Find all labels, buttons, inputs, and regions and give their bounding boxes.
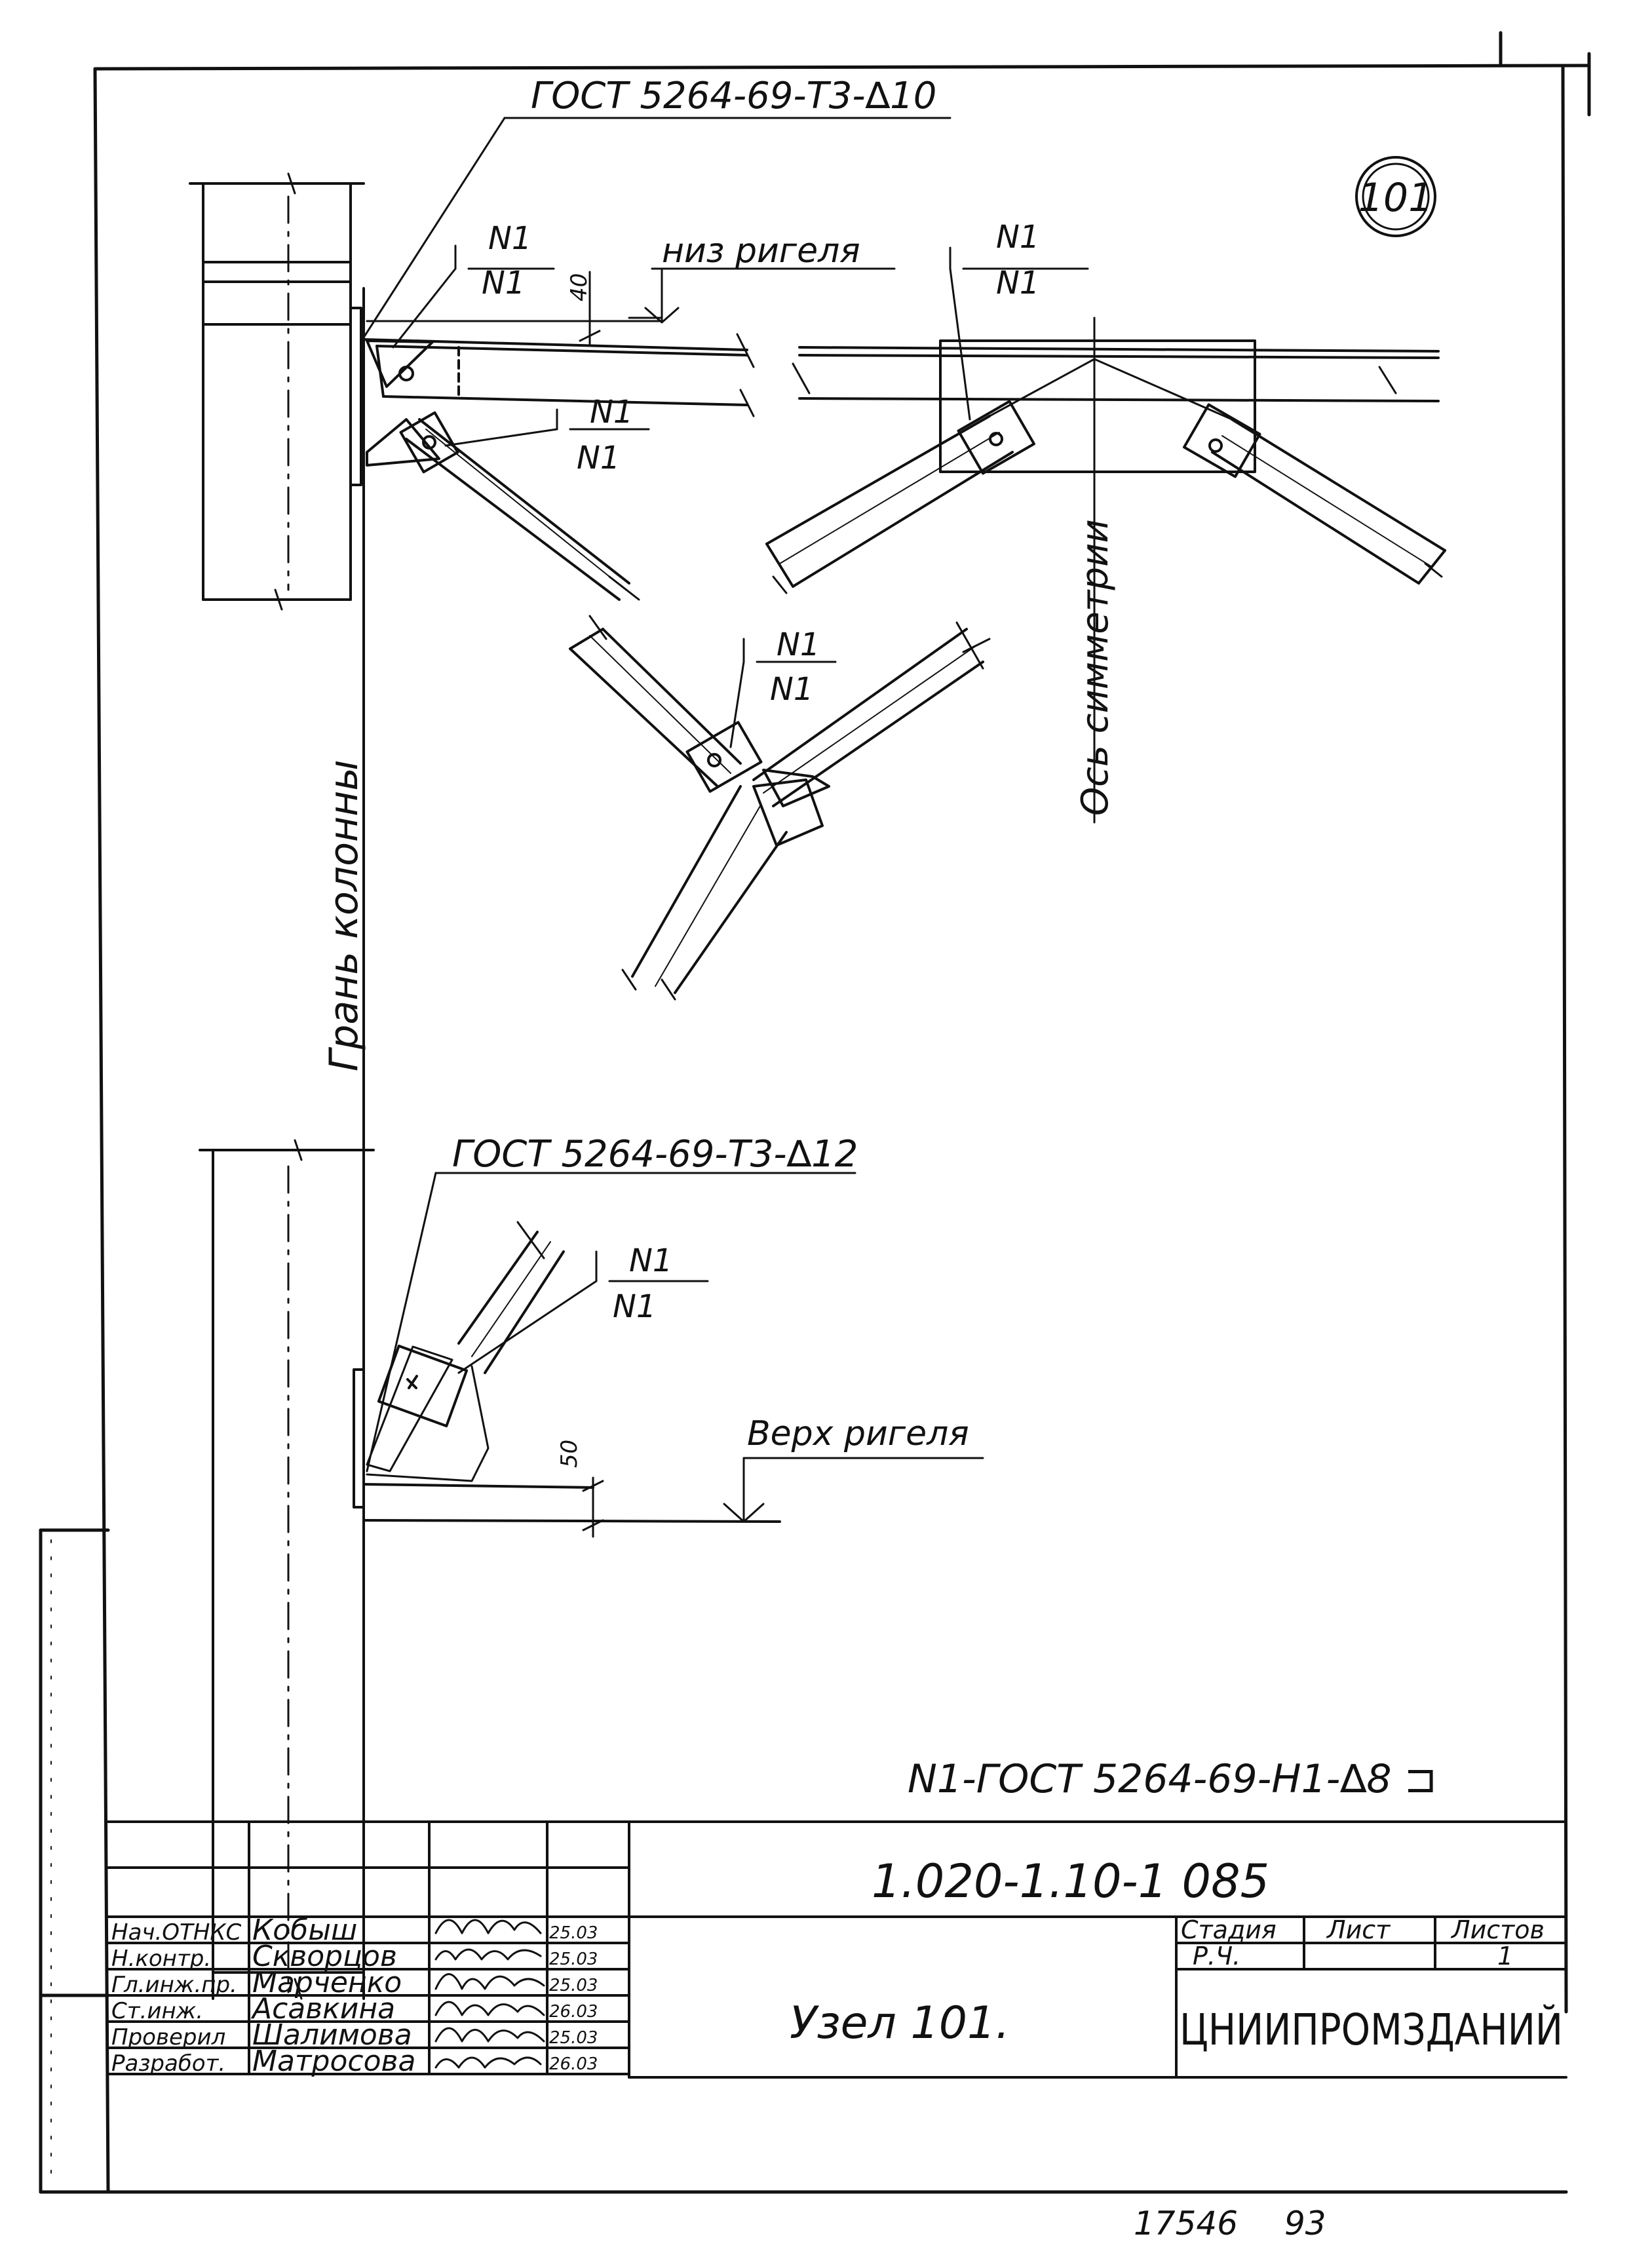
weld-mark-numerator: N1 xyxy=(996,219,1039,256)
weld-mark-upper-brace: N1 N1 xyxy=(577,394,633,476)
weld-mark-denominator: N1 xyxy=(613,1288,656,1325)
weld-mark-numerator: N1 xyxy=(488,220,531,257)
lower-column xyxy=(199,1139,375,2000)
brace-right-side-left xyxy=(765,400,1035,594)
bottom-of-crossbar-label: низ ригеля xyxy=(662,231,860,271)
signature-name: Марченко xyxy=(252,1966,402,1999)
weld-mark-lower-brace: N1 N1 xyxy=(613,1242,672,1325)
callout-lines xyxy=(362,117,1089,1538)
signature-role: Разработ. xyxy=(111,2050,225,2077)
signature-name: Асавкина xyxy=(250,1992,395,2026)
drawing-title: Узел 101. xyxy=(790,1997,1010,2049)
signature-date: 26.03 xyxy=(549,2002,598,2022)
signature-name: Скворцов xyxy=(252,1940,397,1973)
top-weld-callout: ГОСТ 5264-69-Т3-∆10 xyxy=(531,75,936,117)
upper-column xyxy=(189,172,365,611)
bottom-weld-callout: ГОСТ 5264-69-Т3-∆12 xyxy=(452,1133,858,1176)
sheets-value: 1 xyxy=(1497,1942,1513,1970)
signature-name: Кобыш xyxy=(252,1913,357,1947)
sheet-code: 93 xyxy=(1284,2204,1326,2242)
signature-role: Ст.инж. xyxy=(111,1998,203,2024)
signature-name: Шалимова xyxy=(252,2018,412,2052)
lower-brace xyxy=(362,1221,781,1523)
document-code: 1.020-1.10-1 085 xyxy=(872,1855,1269,1908)
handwritten-signatures xyxy=(434,1919,545,2069)
brace-right-side-right xyxy=(1183,403,1446,585)
signature-rows: Нач.ОТНКС Кобыш 25.03 Н.контр. Скворцов … xyxy=(111,1913,598,2078)
weld-mark-right-crossbar: N1 N1 xyxy=(996,219,1039,301)
column-face-label: Грань колонны xyxy=(321,759,367,1071)
inventory-number: 17546 xyxy=(1134,2204,1238,2242)
dimension-40: 40 xyxy=(566,273,592,301)
signature-name: Матросова xyxy=(252,2045,415,2078)
crossbar-right xyxy=(792,339,1440,473)
top-of-crossbar-label: Верх ригеля xyxy=(747,1414,969,1453)
weld-mark-top-left: N1 N1 xyxy=(482,220,531,301)
signature-date: 25.03 xyxy=(549,1923,598,1943)
signature-date: 25.03 xyxy=(549,2028,598,2048)
brace-middle-left xyxy=(569,615,763,793)
crossbar-left xyxy=(362,333,755,467)
weld-mark-denominator: N1 xyxy=(482,265,525,301)
sheets-header: Листов xyxy=(1450,1915,1545,1944)
node-number-badge: 101 xyxy=(1355,156,1436,237)
signature-date: 25.03 xyxy=(549,1976,598,1995)
signature-role: Гл.инж.пр. xyxy=(111,1972,237,1998)
weld-mark-numerator: N1 xyxy=(777,626,820,663)
weld-mark-junction: N1 N1 xyxy=(770,626,820,708)
signature-role: Проверил xyxy=(111,2024,225,2050)
signature-role: Нач.ОТНКС xyxy=(111,1919,242,1946)
gusset-lines xyxy=(988,358,1233,421)
signature-role: Н.контр. xyxy=(111,1946,211,1972)
symmetry-axis-label: Ось симметрии xyxy=(1074,519,1117,816)
weld-note: N1-ГОСТ 5264-69-Н1-∆8 ⊐ xyxy=(908,1756,1437,1802)
sheet-header: Лист xyxy=(1326,1915,1391,1944)
title-block xyxy=(107,1820,1567,2079)
signature-date: 26.03 xyxy=(549,2054,598,2074)
stage-header: Стадия xyxy=(1181,1915,1277,1944)
dimension-50: 50 xyxy=(556,1440,583,1468)
sheet-frame xyxy=(39,31,1591,2194)
brace-junction-lower-left xyxy=(621,785,788,1001)
brace-junction-upper-right xyxy=(752,621,991,847)
signature-date: 25.03 xyxy=(549,1950,598,1969)
weld-mark-denominator: N1 xyxy=(996,265,1039,301)
weld-mark-numerator: N1 xyxy=(590,394,633,431)
brace-upper-left xyxy=(399,411,640,601)
organization-name: ЦНИИПРОМЗДАНИЙ xyxy=(1180,2004,1563,2055)
weld-mark-denominator: N1 xyxy=(577,440,620,476)
weld-mark-numerator: N1 xyxy=(629,1242,672,1279)
stage-value: Р.Ч. xyxy=(1193,1942,1240,1970)
node-number: 101 xyxy=(1358,175,1434,221)
weld-mark-denominator: N1 xyxy=(770,671,813,708)
